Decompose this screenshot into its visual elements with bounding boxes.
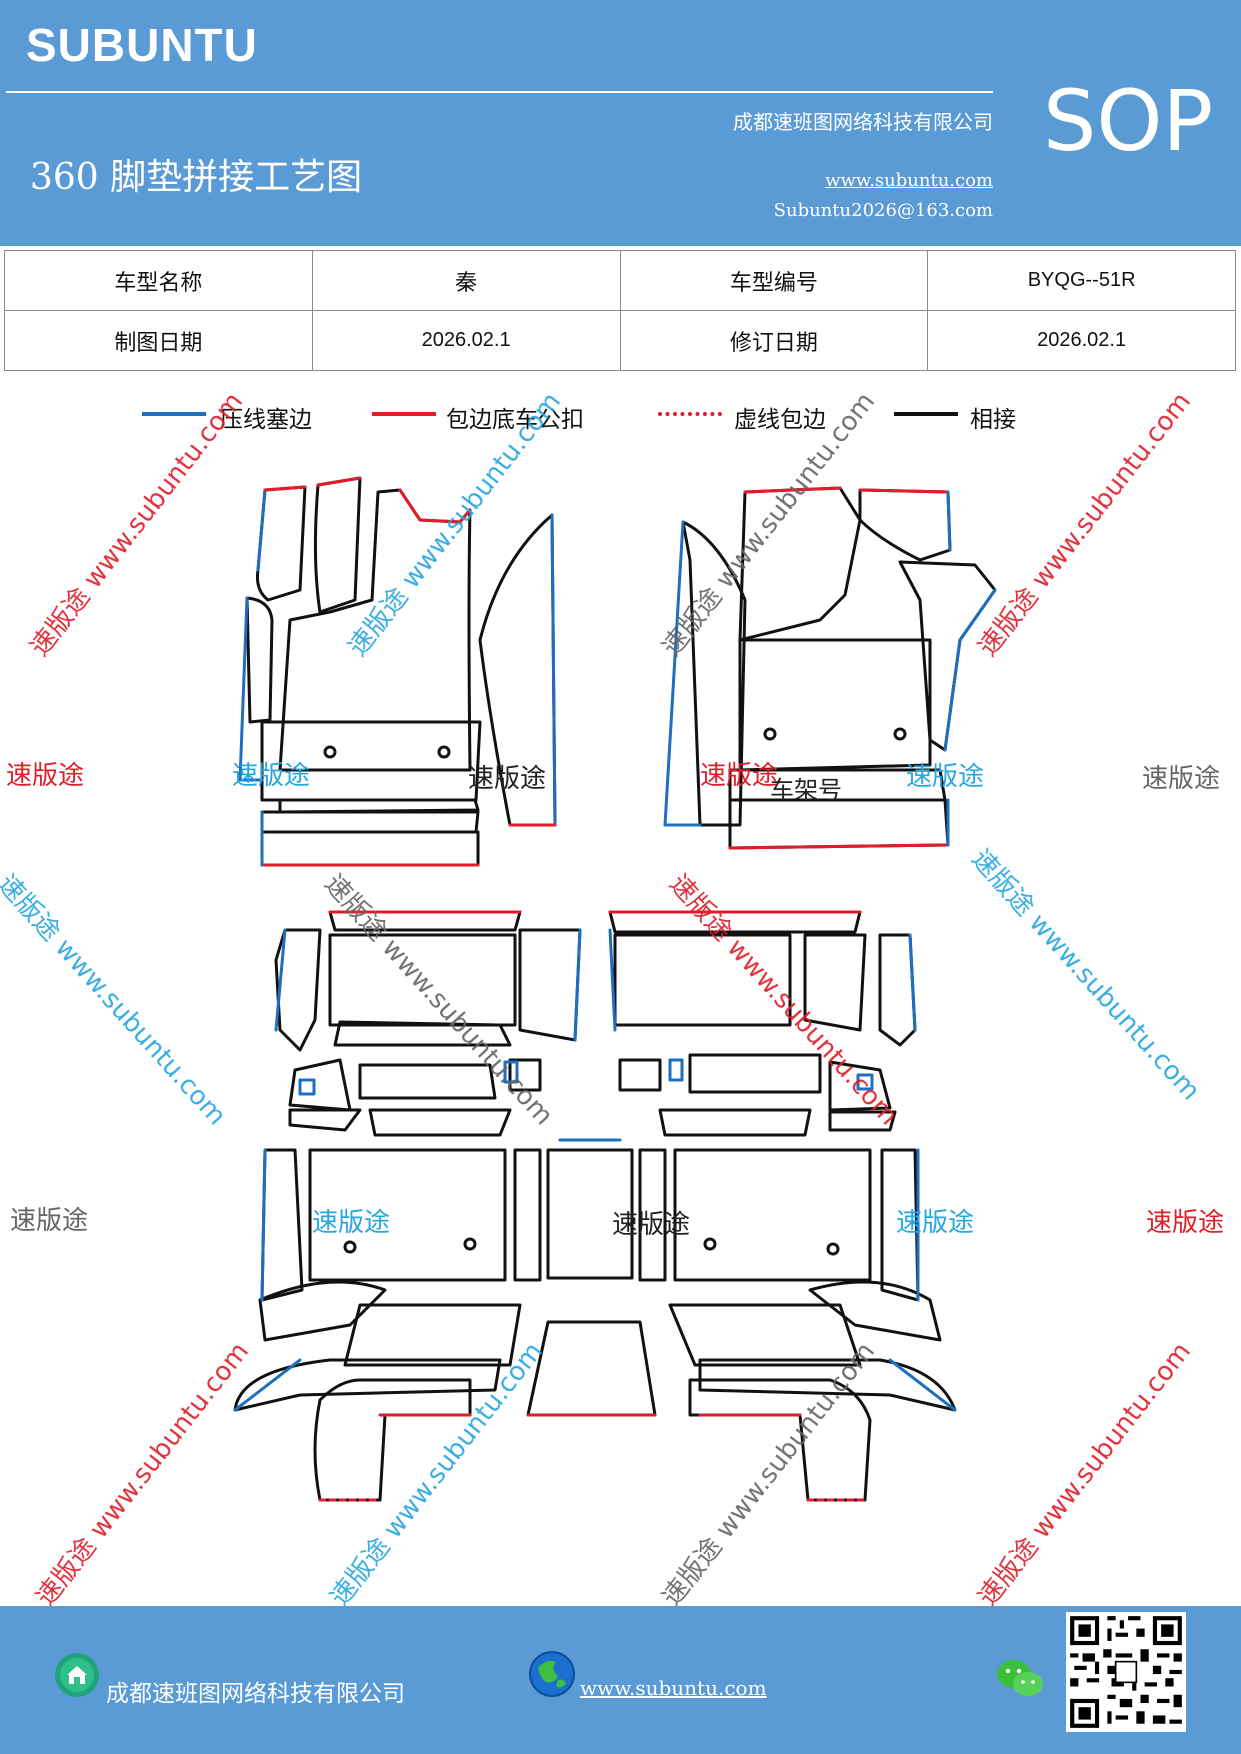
footer-website-link[interactable]: www.subuntu.com	[580, 1676, 767, 1700]
home-icon	[55, 1653, 99, 1697]
rear-mat-edges	[233, 910, 957, 1502]
doc-code: SOP	[1043, 72, 1214, 170]
footer-banner: 成都速班图网络科技有限公司 www.subuntu.com	[0, 1606, 1241, 1754]
legend-label-dashed-edge: 虚线包边	[734, 407, 826, 433]
document-title: 360 脚垫拼接工艺图	[30, 157, 363, 198]
legend-swatch-blue	[142, 412, 206, 416]
wechat-icon[interactable]	[996, 1658, 1044, 1700]
front-right-mat-edges	[663, 486, 997, 850]
company-name: 成都速班图网络科技有限公司	[733, 110, 993, 134]
rear-mat-assembly	[233, 910, 957, 1502]
header-banner: SUBUNTU 成都速班图网络科技有限公司 360 脚垫拼接工艺图 www.su…	[0, 0, 1241, 246]
header-divider	[6, 91, 993, 93]
model-name-value: 秦	[311, 250, 621, 311]
revision-date-value: 2026.02.1	[927, 310, 1236, 371]
table-row: 制图日期 2026.02.1 修订日期 2026.02.1	[4, 310, 1236, 371]
legend-label-joint: 相接	[970, 407, 1016, 433]
line-legend: 压线塞边 包边底车公扣 虚线包边 相接	[0, 400, 1241, 440]
mat-layout-drawing	[233, 476, 997, 1502]
legend-label-edge-clip: 包边底车公扣	[446, 407, 584, 433]
revision-date-label: 修订日期	[619, 310, 929, 371]
table-row: 车型名称 秦 车型编号 BYQG--51R	[4, 250, 1236, 311]
vehicle-info-table: 车型名称 秦 车型编号 BYQG--51R 制图日期 2026.02.1 修订日…	[4, 250, 1236, 371]
model-name-label: 车型名称	[4, 250, 313, 311]
globe-icon	[529, 1651, 575, 1697]
model-code-value: BYQG--51R	[927, 250, 1236, 311]
website-link[interactable]: www.subuntu.com	[825, 170, 993, 191]
front-right-mat	[681, 486, 997, 850]
legend-label-press-line: 压线塞边	[220, 407, 312, 433]
legend-swatch-red-dotted	[658, 412, 722, 416]
draw-date-value: 2026.02.1	[311, 310, 621, 371]
front-left-mat	[245, 476, 557, 867]
front-left-mat-edges	[238, 476, 557, 867]
legend-swatch-red	[372, 412, 436, 416]
email-address: Subuntu2026@163.com	[773, 200, 993, 221]
model-code-label: 车型编号	[619, 250, 929, 311]
draw-date-label: 制图日期	[4, 310, 313, 371]
qr-code-icon	[1066, 1612, 1186, 1732]
legend-swatch-black	[894, 412, 958, 416]
brand-logo: SUBUNTU	[26, 19, 258, 71]
floor-mat-diagram: 车架号 速版途 速版途 速版途 速版途 速版途 速版途 速版途 速版途 速版途 …	[0, 387, 1241, 1612]
footer-company-name: 成都速班图网络科技有限公司	[106, 1681, 405, 1707]
